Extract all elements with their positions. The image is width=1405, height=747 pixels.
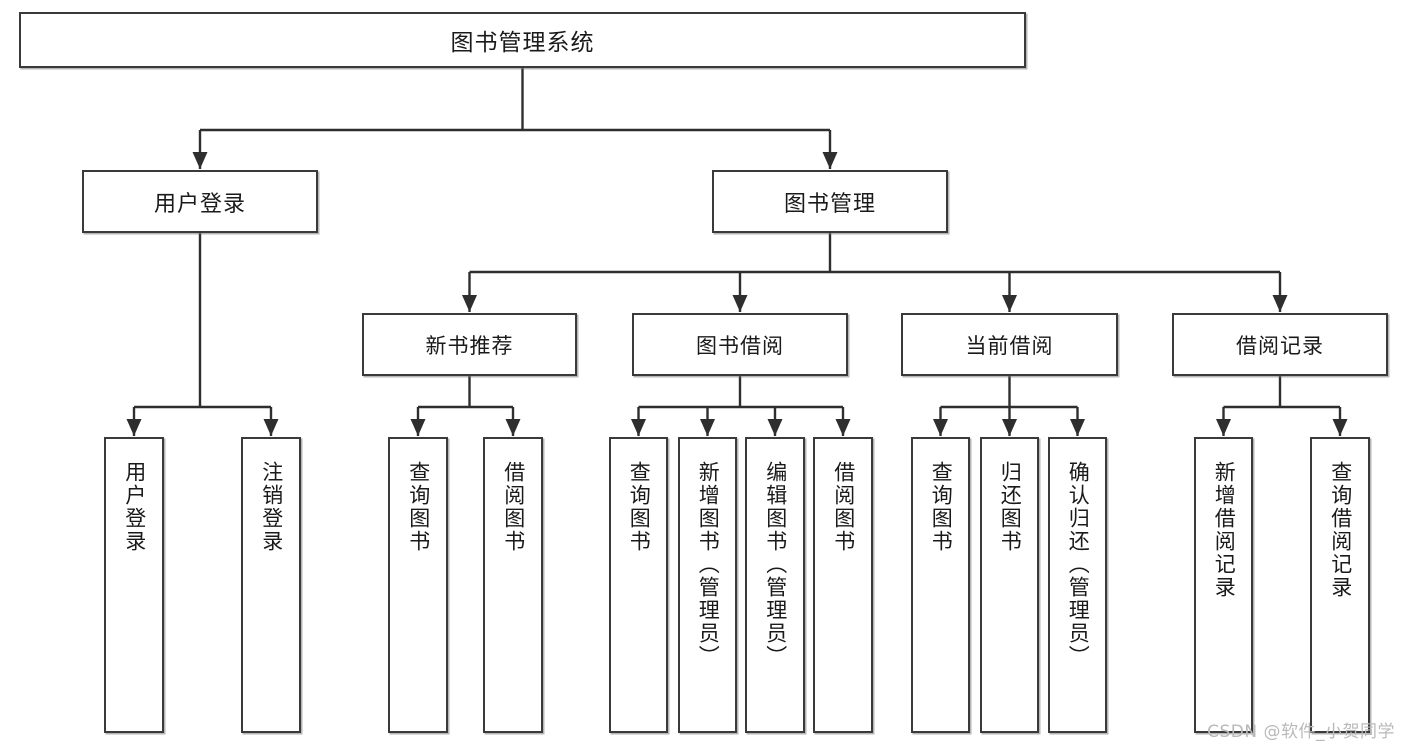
leaf-logout[interactable]: 注销登录 bbox=[241, 437, 301, 733]
leaf-borrow-book-recommend[interactable]: 借阅图书 bbox=[483, 437, 543, 733]
leaf-return-book[interactable]: 归还图书 bbox=[980, 437, 1039, 733]
node-label: 新增借阅记录 bbox=[1212, 461, 1237, 599]
node-label: 图书管理 bbox=[783, 191, 876, 217]
node-label: 用户登录 bbox=[122, 461, 147, 553]
node-label: 查询图书 bbox=[627, 461, 652, 553]
node-label: 借阅记录 bbox=[1236, 333, 1324, 358]
node-current-borrow[interactable]: 当前借阅 bbox=[901, 313, 1118, 376]
node-label: 注销登录 bbox=[259, 461, 284, 553]
leaf-confirm-return-admin[interactable]: 确认归还（管理员） bbox=[1048, 437, 1107, 733]
node-book-borrow[interactable]: 图书借阅 bbox=[632, 313, 848, 376]
node-label: 图书管理系统 bbox=[450, 30, 595, 56]
leaf-user-login[interactable]: 用户登录 bbox=[104, 437, 164, 733]
node-label: 图书借阅 bbox=[696, 333, 784, 358]
node-label: 新增图书（管理员） bbox=[696, 461, 721, 668]
node-label: 编辑图书（管理员） bbox=[763, 461, 788, 668]
node-borrow-record[interactable]: 借阅记录 bbox=[1172, 313, 1388, 376]
node-label: 借阅图书 bbox=[501, 461, 526, 553]
leaf-edit-book-admin[interactable]: 编辑图书（管理员） bbox=[745, 437, 805, 733]
leaf-add-book-admin[interactable]: 新增图书（管理员） bbox=[678, 437, 737, 733]
node-label: 查询图书 bbox=[929, 461, 954, 553]
leaf-query-book-recommend[interactable]: 查询图书 bbox=[388, 437, 448, 733]
node-label: 借阅图书 bbox=[831, 461, 856, 553]
node-label: 归还图书 bbox=[998, 461, 1023, 553]
leaf-query-borrow-record[interactable]: 查询借阅记录 bbox=[1310, 437, 1370, 733]
node-label: 查询图书 bbox=[406, 461, 431, 553]
watermark: CSDN @软件_小贺同学 bbox=[1207, 722, 1395, 742]
node-new-book-recommend[interactable]: 新书推荐 bbox=[362, 313, 577, 376]
leaf-borrow-book[interactable]: 借阅图书 bbox=[813, 437, 873, 733]
leaf-query-book-borrow[interactable]: 查询图书 bbox=[609, 437, 668, 733]
node-root[interactable]: 图书管理系统 bbox=[19, 12, 1026, 68]
leaf-add-borrow-record[interactable]: 新增借阅记录 bbox=[1194, 437, 1253, 733]
node-user-login[interactable]: 用户登录 bbox=[82, 170, 318, 233]
leaf-query-book-current[interactable]: 查询图书 bbox=[911, 437, 970, 733]
node-label: 查询借阅记录 bbox=[1328, 461, 1353, 599]
node-book-management[interactable]: 图书管理 bbox=[712, 170, 948, 233]
node-label: 确认归还（管理员） bbox=[1066, 461, 1091, 668]
node-label: 新书推荐 bbox=[425, 333, 514, 358]
node-label: 用户登录 bbox=[153, 191, 246, 217]
node-label: 当前借阅 bbox=[965, 333, 1054, 358]
